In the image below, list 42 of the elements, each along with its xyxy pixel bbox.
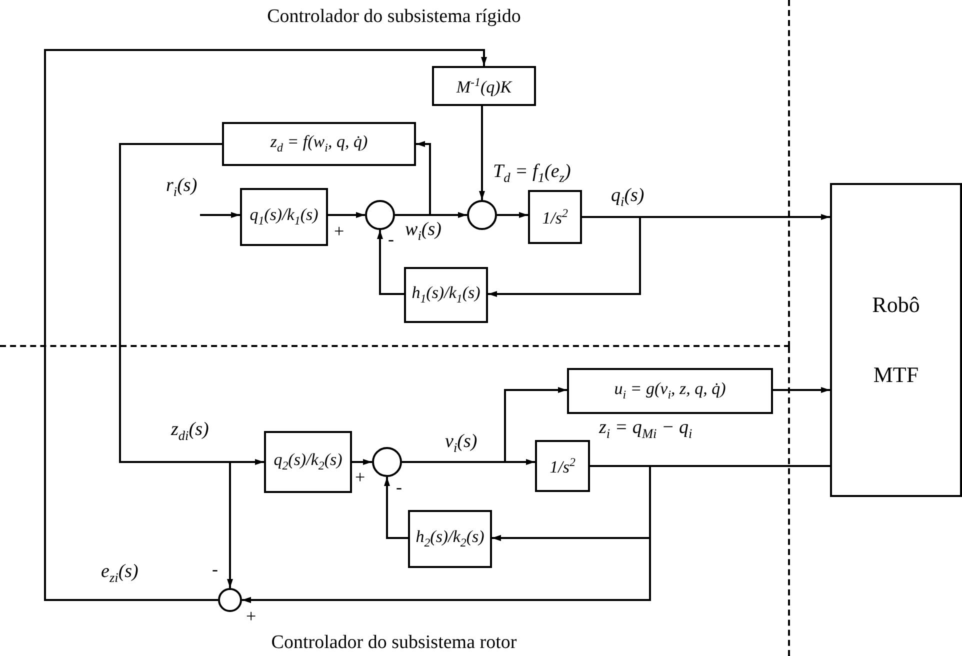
signal-arrow [479,106,485,200]
transfer-function-block [408,510,492,568]
function-block [567,368,773,414]
signal-arrow [242,465,651,603]
signal-label: T$_{d}$ = f$_{1}$(e$_{z}$) [492,162,572,186]
block-expression: M$^{-1}$(q)K [456,74,512,98]
block-expression: 1/s$^{2}$ [550,454,576,478]
signal-arrow [328,212,365,218]
signal-arrow [773,387,830,393]
signal-arrow [44,49,487,601]
signal-arrow [352,459,372,465]
block-expression: h$_{1}$(s)/k$_{1}$(s) [412,283,480,307]
plant-box [830,183,962,497]
summing-junction [218,588,242,612]
block-expression: 1/s$^{2}$ [542,206,568,228]
block-expression: z$_{d}$ = f(w$_{i}$, q, q̇) [270,132,368,156]
plant-label: Robô MTF [871,291,921,389]
signal-arrow [377,230,404,295]
gain-block [432,66,536,106]
region-title: Controlador do subsistema rígido [267,6,521,27]
summing-junction [365,200,395,230]
region-title: Controlador do subsistema rotor [271,632,517,653]
integrator-block [535,440,590,492]
summing-junction [467,200,497,230]
block-expression: q$_{2}$(s)/k$_{2}$(s) [274,450,342,474]
integrator-block [528,190,582,244]
block-expression: h$_{2}$(s)/k$_{2}$(s) [416,527,484,551]
signal-label: z$_{di}$(s) [170,420,210,444]
summing-junction [372,447,402,477]
signal-arrow [395,141,431,216]
function-block [222,122,416,166]
transfer-function-block [240,188,328,246]
block-expression: u$_{i}$ = g(v$_{i}$, z, q, q̇) [614,379,726,403]
signal-arrow [402,459,535,465]
transfer-function-block [264,431,352,493]
signal-arrow [497,212,528,218]
signal-arrow [200,212,240,218]
signal-arrow [384,477,408,539]
block-expression: q$_{1}$(s)/k$_{1}$(s) [250,205,318,229]
signal-arrow [488,216,641,297]
transfer-function-block [404,267,488,323]
signal-arrow [119,143,233,588]
